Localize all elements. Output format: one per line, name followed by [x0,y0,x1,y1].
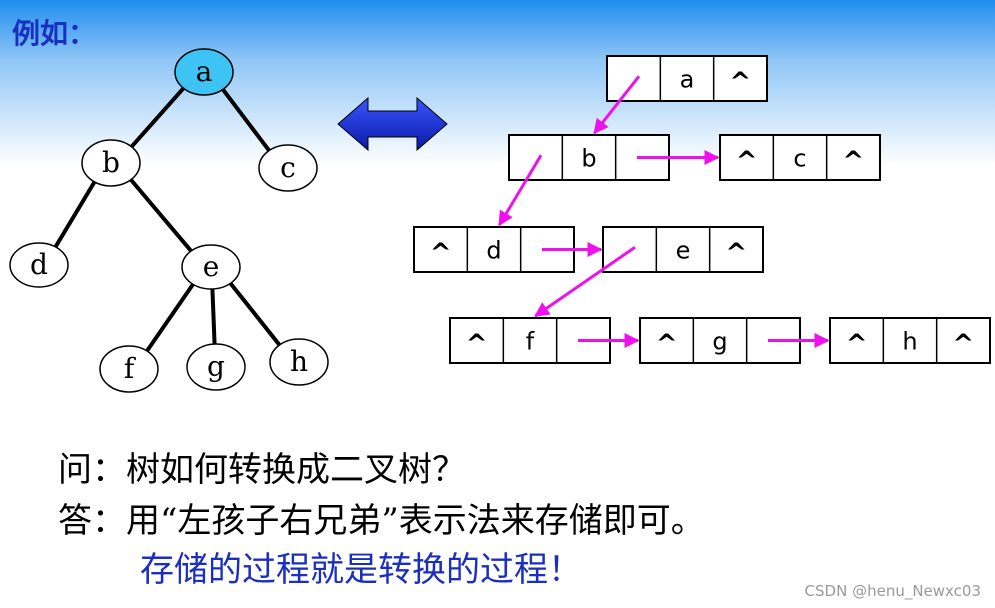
tree-nodes: a b c d e f g h [9,48,329,393]
tree-node-c: c [258,144,318,192]
bt-node-label: g [712,328,727,356]
tree-node-shape [99,345,159,393]
bt-node-box [719,134,881,181]
tree-node-shape [181,244,241,290]
tree-node-label: h [290,345,308,378]
tree-node-d: d [9,242,69,288]
tree-node-f: f [99,345,159,393]
tree-edge-e-h [228,281,282,348]
bt-link-e-f [534,246,636,318]
bt-node-label: d [486,237,501,265]
bt-node-e: e^ [602,226,764,273]
tree-node-h: h [269,338,329,386]
bt-link-b-d [498,154,543,227]
bt-right-null: ^ [725,239,747,269]
bt-right-null: ^ [952,330,974,360]
tree-edge-a-c [220,87,272,153]
tree-edge-a-b [129,85,186,150]
bt-node-box [606,55,768,102]
answer-text: 答：用“左孩子右兄弟”表示法来存储即可。 [58,501,705,541]
tree-node-shape [186,343,246,391]
bt-node-label: h [902,328,917,356]
bt-left-null: ^ [656,330,678,360]
double-arrow-icon [337,96,448,152]
tree-node-label: b [102,146,120,179]
bt-node-label: a [680,66,695,94]
tree-node-a: a [174,48,234,96]
watermark: CSDN @henu_Newxc03 [804,582,981,600]
tree-node-label: d [30,248,48,281]
bt-node-box [829,317,991,364]
tree-node-label: g [207,350,225,383]
tree-node-shape [81,139,141,187]
tree-edge-e-f [144,282,196,354]
tree-node-g: g [186,343,246,391]
bt-node-a: a^ [606,55,768,102]
bt-link-a-b [593,75,641,135]
conclusion-note: 存储的过程就是转换的过程！ [140,550,582,590]
tree-node-label: a [196,55,213,88]
binary-tree-links [498,75,830,348]
tree-node-shape [258,144,318,192]
tree-node-shape [269,338,329,386]
tree-node-label: c [280,151,296,184]
bt-node-label: f [526,328,535,356]
bt-left-null: ^ [466,330,488,360]
bt-node-c: c ^ ^ [719,134,881,181]
question-text: 问：树如何转换成二叉树？ [58,450,466,490]
bt-left-null: ^ [736,147,758,177]
tree-edge-e-g [210,287,217,346]
bt-left-null: ^ [430,239,452,269]
bt-node-label: c [793,145,806,173]
tree-edge-b-e [128,177,194,254]
bt-node-h: h ^ ^ [829,317,991,364]
tree-node-shape [174,48,234,96]
tree-node-b: b [81,139,141,187]
bt-right-null: ^ [729,68,751,98]
tree-edge-b-d [53,179,97,249]
bt-node-label: b [581,145,596,173]
heading: 例如： [12,17,97,50]
bt-right-null: ^ [842,147,864,177]
bt-left-null: ^ [846,330,868,360]
tree-node-shape [9,242,69,288]
tree-node-label: f [124,352,137,385]
tree-node-e: e [181,244,241,290]
bt-node-label: e [676,237,691,265]
tree-node-label: e [203,250,220,283]
tree-edges [53,85,282,354]
